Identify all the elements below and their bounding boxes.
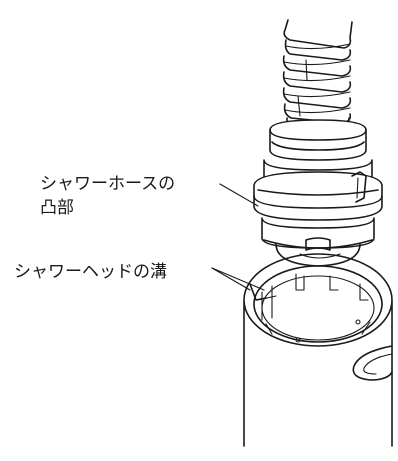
shower-hose xyxy=(282,19,353,129)
leader-groove-1 xyxy=(211,267,265,291)
hose-connector xyxy=(253,119,383,267)
leader-groove-2 xyxy=(211,267,251,291)
label-hose-protrusion-line1: シャワーホースの xyxy=(40,174,176,194)
label-head-groove: シャワーヘッドの溝 xyxy=(14,262,167,282)
shower-head xyxy=(243,253,393,447)
label-hose-protrusion: シャワーホースの 凸部 xyxy=(40,172,175,220)
leader-lines xyxy=(211,183,265,291)
label-hose-protrusion-line2: 凸部 xyxy=(40,198,74,218)
leader-hose-protrusion xyxy=(219,183,259,207)
